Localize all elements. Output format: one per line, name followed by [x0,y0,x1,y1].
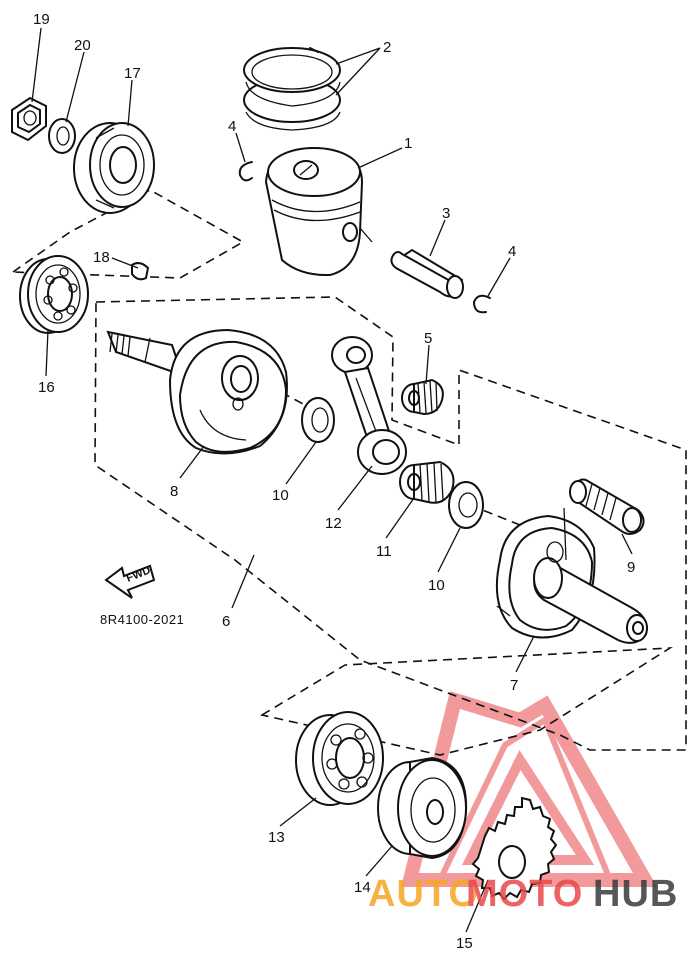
part-11-big-end-bearing [399,460,455,504]
leader-lines [31,27,633,933]
callout-5: 5 [424,330,432,347]
part-13-bearing [295,711,384,806]
watermark-text: AUTO MOTO HUB [368,873,678,915]
part-4-circlip-upper [238,161,253,182]
part-10-thrust-washer-lower [448,481,484,529]
forward-direction-arrow: FWD [104,564,156,599]
watermark-hub: HUB [593,873,678,915]
part-9-crank-pin [569,478,645,535]
part-19-nut [11,96,47,142]
assembly-outline-crank-left [94,296,687,751]
callout-15: 15 [456,935,473,952]
callout-4-upper: 4 [228,118,236,135]
callout-1: 1 [404,135,412,152]
callout-13: 13 [268,829,285,846]
callout-2: 2 [383,39,391,56]
part-15-gear [471,796,558,901]
part-17-oil-seal [73,122,155,214]
callout-11: 11 [376,543,392,560]
part-7-crank-right [495,507,648,644]
callout-3: 3 [442,205,450,222]
part-2-piston-rings [243,47,341,131]
part-12-connecting-rod [331,336,407,475]
callout-10-lower: 10 [428,577,445,594]
part-8-crank-left [106,328,288,455]
callout-7: 7 [510,677,518,694]
callout-10-upper: 10 [272,487,289,504]
assembly-outline-bearing-left [10,189,245,279]
part-4-circlip-lower [473,294,491,314]
callout-14: 14 [354,879,371,896]
callout-6: 6 [222,613,230,630]
part-10-thrust-washer-upper [301,397,335,443]
assembly-outline-bearing-right [259,647,674,756]
callout-labels: 19 20 17 2 4 1 3 4 18 16 5 8 10 12 11 10… [33,11,635,952]
axis-line-center [254,377,306,406]
part-20-washer [48,118,76,154]
part-5-small-end-bearing [401,378,444,416]
part-number-code: 8R4100-2021 [100,612,184,627]
watermark-peak-line [437,715,613,882]
watermark-auto: AUTO [368,873,479,915]
part-3-piston-pin [390,248,464,299]
callout-8: 8 [170,483,178,500]
callout-16: 16 [38,379,55,396]
part-16-bearing [19,255,89,334]
callout-4-lower: 4 [508,243,516,260]
part-1-piston [264,146,373,277]
part-14-oil-seal [377,756,468,860]
callout-19: 19 [33,11,50,28]
callout-9: 9 [627,559,635,576]
callout-18: 18 [93,249,110,266]
callout-12: 12 [325,515,342,532]
watermark-moto: MOTO [466,873,583,915]
callout-17: 17 [124,65,141,82]
part-18-key [131,262,150,281]
callout-20: 20 [74,37,91,54]
